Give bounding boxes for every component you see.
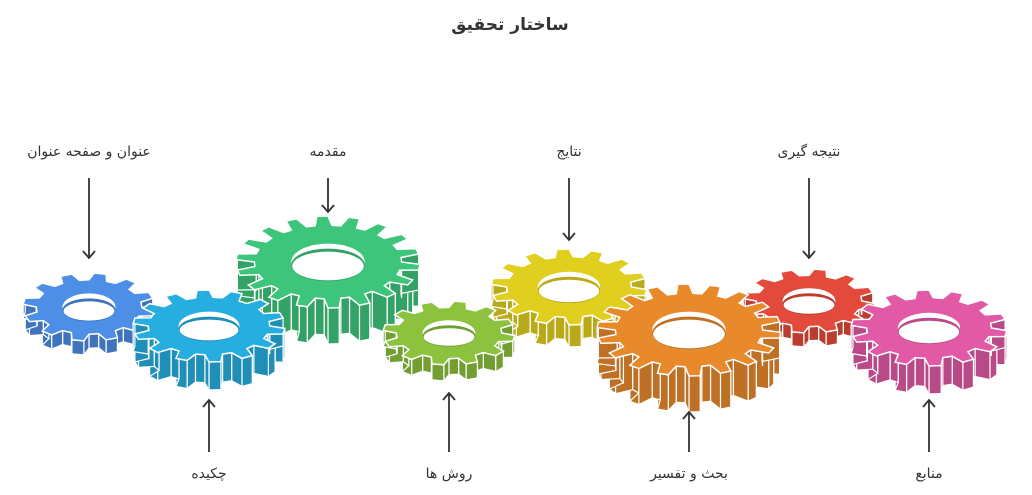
arrow-8 [922, 398, 936, 452]
gears-group [22, 215, 1008, 413]
arrow-4 [442, 391, 456, 452]
arrow-3 [321, 178, 335, 214]
step-label-6: بحث و تفسیر [649, 466, 728, 482]
arrow-6 [682, 410, 696, 452]
gear-icon [382, 300, 516, 383]
arrows-group [82, 178, 936, 452]
arrow-7 [802, 178, 816, 260]
arrow-2 [202, 398, 216, 452]
diagram-title: ساختار تحقیق [451, 15, 569, 35]
arrow-5 [562, 178, 576, 242]
gear-icon [850, 289, 1008, 395]
gear-icon [235, 215, 421, 345]
step-label-1: عنوان و صفحه عنوان [27, 144, 151, 160]
arrow-1 [82, 178, 96, 260]
step-label-4: روش ها [426, 466, 473, 482]
gear-icon [132, 289, 286, 393]
step-label-2: چکیده [191, 466, 226, 482]
step-label-3: مقدمه [310, 144, 347, 160]
step-label-5: نتایج [556, 144, 581, 160]
gear-icon [596, 283, 782, 413]
labels-group: عنوان و صفحه عنوان چکیده مقدمه روش ها نتایج ب… [27, 143, 942, 482]
step-label-7: نتیجه گیری [778, 143, 841, 160]
step-label-8: منابع [915, 466, 942, 482]
